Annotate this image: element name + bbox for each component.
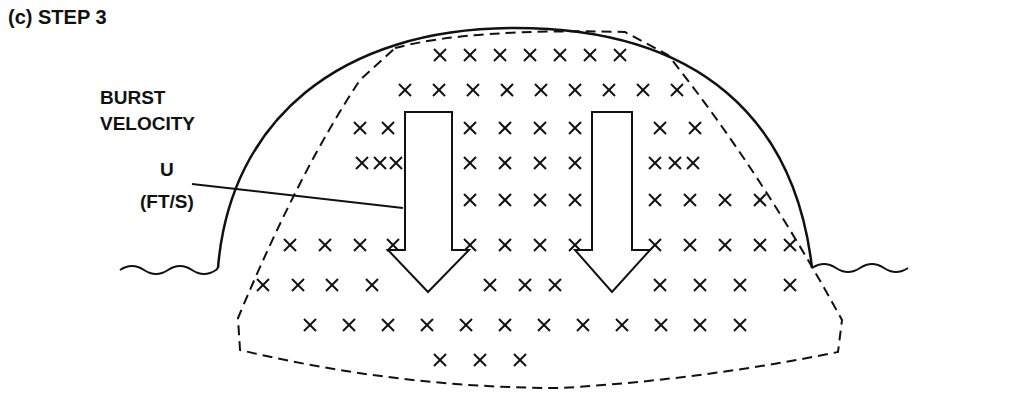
x-mark bbox=[399, 84, 411, 96]
x-mark bbox=[689, 122, 701, 134]
dashed-region bbox=[238, 31, 842, 388]
x-mark bbox=[474, 354, 486, 366]
x-mark bbox=[569, 194, 581, 206]
x-mark bbox=[499, 122, 511, 134]
ground-wave bbox=[812, 264, 908, 272]
x-mark bbox=[356, 157, 368, 169]
axis-label: BURST bbox=[100, 88, 165, 109]
x-mark bbox=[784, 239, 796, 251]
x-mark bbox=[535, 84, 547, 96]
x-mark bbox=[684, 239, 696, 251]
x-mark bbox=[569, 157, 581, 169]
x-mark bbox=[467, 84, 479, 96]
x-mark bbox=[499, 319, 511, 331]
x-mark bbox=[499, 239, 511, 251]
x-mark bbox=[292, 279, 304, 291]
x-mark bbox=[464, 122, 476, 134]
x-mark bbox=[569, 122, 581, 134]
x-mark bbox=[464, 157, 476, 169]
x-mark bbox=[654, 122, 666, 134]
x-mark bbox=[549, 279, 561, 291]
x-mark bbox=[382, 319, 394, 331]
x-mark bbox=[460, 319, 472, 331]
x-mark bbox=[304, 319, 316, 331]
x-mark bbox=[569, 84, 581, 96]
velocity-arrow bbox=[388, 112, 469, 292]
x-mark bbox=[343, 319, 355, 331]
x-mark bbox=[684, 194, 696, 206]
x-mark bbox=[494, 49, 506, 61]
x-mark bbox=[354, 122, 366, 134]
x-mark bbox=[554, 49, 566, 61]
x-mark bbox=[382, 122, 394, 134]
x-mark bbox=[584, 49, 596, 61]
x-mark bbox=[637, 84, 649, 96]
x-mark bbox=[654, 279, 666, 291]
x-mark bbox=[534, 122, 546, 134]
x-mark bbox=[433, 84, 445, 96]
x-mark bbox=[514, 354, 526, 366]
x-mark bbox=[734, 319, 746, 331]
x-mark bbox=[577, 319, 589, 331]
axis-label: VELOCITY bbox=[100, 114, 195, 135]
x-mark bbox=[538, 319, 550, 331]
step-title: (c) STEP 3 bbox=[8, 6, 107, 28]
x-mark bbox=[499, 157, 511, 169]
x-mark bbox=[694, 319, 706, 331]
x-mark bbox=[649, 194, 661, 206]
x-mark bbox=[754, 239, 766, 251]
x-mark bbox=[501, 84, 513, 96]
x-mark bbox=[534, 194, 546, 206]
x-mark bbox=[257, 279, 269, 291]
x-mark bbox=[719, 194, 731, 206]
x-mark bbox=[319, 239, 331, 251]
x-mark bbox=[519, 279, 531, 291]
x-mark bbox=[687, 157, 699, 169]
x-mark bbox=[390, 157, 402, 169]
x-mark bbox=[434, 49, 446, 61]
x-mark bbox=[614, 49, 626, 61]
x-mark bbox=[499, 194, 511, 206]
x-mark bbox=[354, 239, 366, 251]
dome-outline bbox=[218, 28, 812, 268]
x-mark bbox=[366, 279, 378, 291]
x-mark bbox=[534, 239, 546, 251]
particle-marks bbox=[257, 49, 796, 366]
x-mark bbox=[434, 354, 446, 366]
x-mark bbox=[464, 49, 476, 61]
x-mark bbox=[649, 157, 661, 169]
x-mark bbox=[719, 239, 731, 251]
ground-wave bbox=[120, 266, 218, 274]
x-mark bbox=[421, 319, 433, 331]
x-mark bbox=[464, 194, 476, 206]
axis-label: (FT/S) bbox=[140, 192, 194, 213]
velocity-arrow bbox=[575, 112, 650, 292]
x-mark bbox=[655, 319, 667, 331]
x-mark bbox=[326, 279, 338, 291]
x-mark bbox=[524, 49, 536, 61]
axis-label: U bbox=[160, 160, 174, 181]
x-mark bbox=[534, 157, 546, 169]
x-mark bbox=[754, 194, 766, 206]
x-mark bbox=[603, 84, 615, 96]
x-mark bbox=[784, 279, 796, 291]
x-mark bbox=[694, 279, 706, 291]
x-mark bbox=[671, 84, 683, 96]
x-mark bbox=[284, 239, 296, 251]
x-mark bbox=[669, 157, 681, 169]
x-mark bbox=[616, 319, 628, 331]
x-mark bbox=[484, 279, 496, 291]
x-mark bbox=[374, 157, 386, 169]
x-mark bbox=[734, 279, 746, 291]
leader-line bbox=[192, 184, 403, 208]
